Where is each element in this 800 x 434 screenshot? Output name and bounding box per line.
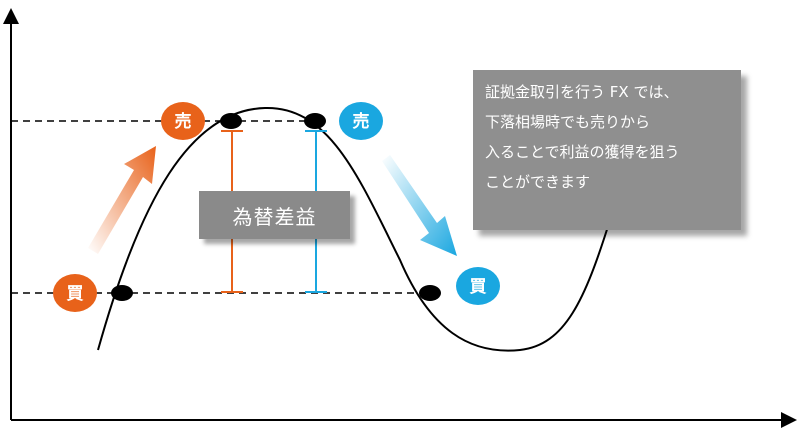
y-axis-arrowhead [3,8,19,24]
note-line-4: ことができます [485,173,591,191]
orange-up-arrow [88,146,156,254]
buy-badge-blue: 買 [456,267,500,305]
note-line-1: 証拠金取引を行う FX では、 [485,83,679,101]
sell-badge-blue-label: 売 [353,111,370,132]
sell-badge-blue: 売 [339,102,383,140]
axes [3,8,797,428]
blue-down-arrow [382,155,457,256]
profit-label: 為替差益 [232,204,317,229]
note-line-3: 入ることで利益の獲得を狙う [485,143,680,161]
buy-badge-orange-label: 買 [67,284,84,304]
sell-point-blue [304,113,326,129]
buy-badge-orange: 買 [53,274,97,312]
sell-point-orange [220,113,242,129]
buy-badge-blue-label: 買 [470,277,487,297]
sell-badge-orange-label: 売 [175,111,192,132]
x-axis-arrowhead [781,412,797,428]
buy-point-orange [111,285,133,301]
sell-badge-orange: 売 [161,102,205,140]
buy-point-blue [419,285,441,301]
profit-label-box: 為替差益 [199,191,350,239]
note-line-2: 下落相場時でも売りから [485,113,651,131]
note-box: 証拠金取引を行う FX では、 下落相場時でも売りから 入ることで利益の獲得を狙… [473,70,741,230]
